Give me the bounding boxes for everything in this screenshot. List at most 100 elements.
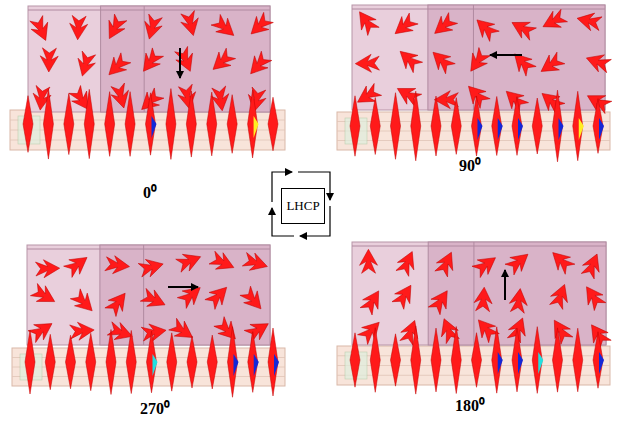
- edge-spike: [207, 92, 217, 156]
- field-arrow: [74, 51, 98, 79]
- field-arrow: [138, 255, 166, 279]
- field-arrow: [358, 286, 386, 316]
- edge-spike: [86, 333, 96, 390]
- field-arrow: [35, 259, 60, 278]
- field-arrow: [203, 281, 233, 311]
- edge-spike: [64, 93, 74, 154]
- field-arrow: [536, 87, 566, 116]
- edge-spike: [186, 91, 196, 157]
- patch-edge: [352, 9, 605, 10]
- field-arrow: [504, 247, 534, 276]
- patch-edge: [352, 246, 606, 247]
- field-arrow: [69, 15, 88, 40]
- field-arrow: [427, 46, 457, 76]
- patch-region: [101, 6, 270, 112]
- field-arrow: [173, 46, 199, 75]
- edge-spike: [84, 89, 94, 158]
- edge-spike: [125, 92, 135, 157]
- field-arrow: [547, 246, 577, 276]
- direction-arrow: [179, 48, 181, 78]
- field-arrow: [427, 286, 455, 316]
- edge-spike-color: [518, 118, 523, 140]
- field-arrow: [508, 287, 529, 313]
- patch-edge: [28, 10, 270, 11]
- edge-spike: [532, 98, 542, 154]
- edge-spike-color: [538, 352, 543, 374]
- edge-spike: [472, 96, 482, 156]
- field-arrow: [583, 49, 612, 74]
- field-arrow: [103, 51, 133, 81]
- edge-spike: [146, 93, 156, 155]
- mode-box: LHCP: [281, 188, 325, 224]
- edge-spike-color: [498, 352, 503, 374]
- field-arrow: [238, 285, 267, 315]
- edge-spike: [23, 96, 33, 153]
- field-arrow: [244, 50, 273, 80]
- edge-spike-color: [559, 118, 564, 140]
- edge-spike-color: [599, 352, 604, 374]
- edge-spike: [370, 328, 380, 393]
- field-arrow: [139, 287, 168, 313]
- field-arrow: [536, 51, 566, 79]
- edge-spike: [248, 90, 258, 158]
- field-arrow: [28, 15, 54, 44]
- field-arrow: [352, 7, 381, 37]
- field-arrow: [575, 10, 602, 33]
- field-arrow: [212, 315, 242, 345]
- edge-spike-color: [274, 354, 279, 376]
- phase-label: 270⁰: [140, 397, 170, 419]
- field-arrow: [207, 47, 237, 76]
- edge-spike-color: [234, 354, 239, 376]
- edge-spike-color: [498, 118, 503, 140]
- edge-spike: [573, 91, 583, 160]
- edge-spike: [492, 327, 502, 393]
- edge-spike: [66, 335, 76, 389]
- patch-edge: [27, 249, 270, 250]
- field-arrow: [179, 10, 202, 38]
- patch: [352, 5, 605, 110]
- field-arrow: [389, 12, 419, 41]
- field-arrow: [471, 13, 501, 43]
- edge-spike: [391, 93, 401, 160]
- edge-spike: [431, 96, 441, 156]
- patch-region: [100, 245, 270, 345]
- field-arrow: [353, 82, 383, 110]
- edge-spike-color: [153, 354, 158, 376]
- field-arrow: [463, 46, 492, 76]
- field-arrow: [579, 251, 605, 280]
- field-arrow: [579, 282, 607, 312]
- field-arrow: [548, 281, 573, 310]
- patch: [352, 242, 606, 345]
- antenna-panels: [10, 5, 613, 397]
- edge-spike-color: [478, 118, 483, 140]
- field-arrow: [243, 316, 273, 344]
- edge-spike: [593, 99, 603, 154]
- edge-spike: [391, 334, 401, 386]
- edge-spike: [166, 89, 176, 160]
- patch: [27, 245, 270, 345]
- edge-spike-color: [599, 118, 604, 140]
- edge-spike: [451, 326, 461, 393]
- field-arrow: [101, 13, 128, 43]
- field-arrow: [433, 248, 460, 277]
- edge-spike: [248, 332, 258, 393]
- field-arrow: [141, 321, 168, 343]
- edge-spike-color: [254, 116, 259, 138]
- field-arrow: [105, 255, 131, 276]
- edge-spike: [350, 333, 360, 387]
- field-arrow: [245, 11, 275, 41]
- direction-arrow: [168, 286, 198, 288]
- direction-arrow: [504, 270, 506, 300]
- edge-spike: [553, 328, 563, 392]
- patch: [28, 6, 270, 112]
- field-arrow: [175, 248, 204, 274]
- edge-spike: [512, 97, 522, 156]
- field-arrow: [103, 288, 132, 318]
- edge-spike-color: [518, 352, 523, 374]
- edge-spike: [105, 92, 115, 157]
- patch-edge: [144, 6, 145, 112]
- edge-spike: [43, 89, 53, 159]
- field-arrow: [398, 317, 423, 346]
- antenna-panel: [12, 245, 285, 397]
- field-arrow: [356, 316, 386, 346]
